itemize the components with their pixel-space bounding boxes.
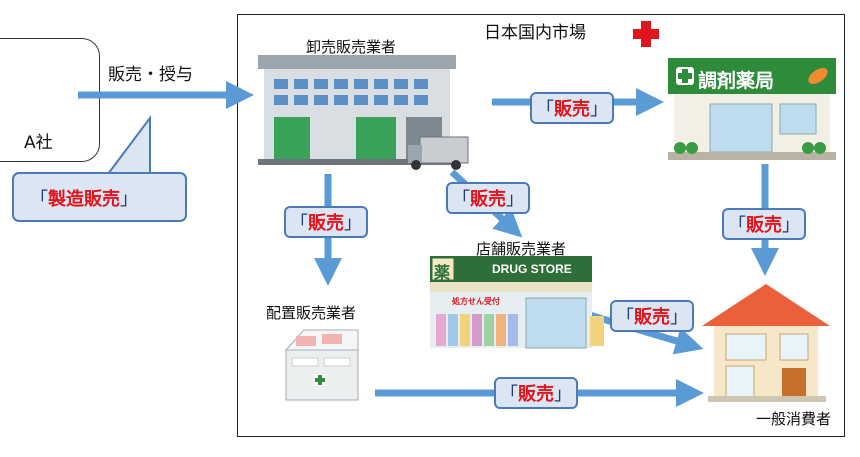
company-flow-label: 販売・授与 xyxy=(108,65,193,85)
sale-tag-text: 販売 xyxy=(308,213,344,234)
market-title: 日本国内市場 xyxy=(484,23,586,43)
company-name: A社 xyxy=(24,133,53,153)
consumer-house-icon xyxy=(702,284,830,402)
medicine-kit-icon xyxy=(284,329,359,401)
pharmacy-sign-text: 調剤薬局 xyxy=(698,70,775,92)
wholesaler-label: 卸売販売業者 xyxy=(306,38,397,56)
sale-tag-close: 」 xyxy=(670,307,688,328)
sale-tag-text: 販売 xyxy=(518,384,554,405)
callout-open-bracket: 「 xyxy=(30,189,48,210)
drugstore-sign-kanji: 薬 xyxy=(434,263,451,282)
sale-tag-open: 「 xyxy=(536,99,554,120)
sale-tag-wholesaler-to-store: 「販売」 xyxy=(446,182,530,214)
sale-tag-open: 「 xyxy=(500,384,518,405)
sale-tag-close: 」 xyxy=(506,189,524,210)
sale-tag-close: 」 xyxy=(344,213,362,234)
sale-tag-text: 販売 xyxy=(746,215,782,236)
market-frame xyxy=(237,14,845,437)
sale-tag-open: 「 xyxy=(616,307,634,328)
pharmacy-building-icon xyxy=(668,58,836,160)
manufacture-callout-text: 「製造販売」 xyxy=(30,185,138,211)
sale-tag-close: 」 xyxy=(554,384,572,405)
drugstore-building-icon xyxy=(430,256,604,349)
store-seller-label: 店舗販売業者 xyxy=(476,240,567,258)
wholesaler-warehouse-icon xyxy=(258,55,469,170)
sale-tag-close: 」 xyxy=(782,215,800,236)
sale-tag-placement-to-consumer: 「販売」 xyxy=(494,377,578,409)
consumer-label: 一般消費者 xyxy=(756,410,832,428)
sale-tag-pharmacy-to-consumer: 「販売」 xyxy=(722,208,806,240)
sale-tag-text: 販売 xyxy=(634,307,670,328)
callout-close-bracket: 」 xyxy=(120,189,138,210)
sale-tag-open: 「 xyxy=(290,213,308,234)
company-box xyxy=(0,38,100,162)
sale-tag-store-to-consumer: 「販売」 xyxy=(610,300,694,332)
sale-tag-open: 「 xyxy=(728,215,746,236)
drugstore-awning-text: 処方せん受付 xyxy=(452,297,500,306)
manufacture-callout xyxy=(12,172,187,222)
sale-tag-close: 」 xyxy=(590,99,608,120)
sale-tag-open: 「 xyxy=(452,189,470,210)
red-cross-icon xyxy=(633,21,659,47)
drugstore-sign-text: DRUG STORE xyxy=(492,262,572,276)
sale-tag-text: 販売 xyxy=(470,189,506,210)
callout-main-text: 製造販売 xyxy=(48,189,120,210)
placement-seller-label: 配置販売業者 xyxy=(266,304,357,322)
sale-tag-wholesaler-to-pharmacy: 「販売」 xyxy=(530,92,614,124)
sale-tag-wholesaler-to-placement: 「販売」 xyxy=(284,206,368,238)
sale-tag-text: 販売 xyxy=(554,99,590,120)
